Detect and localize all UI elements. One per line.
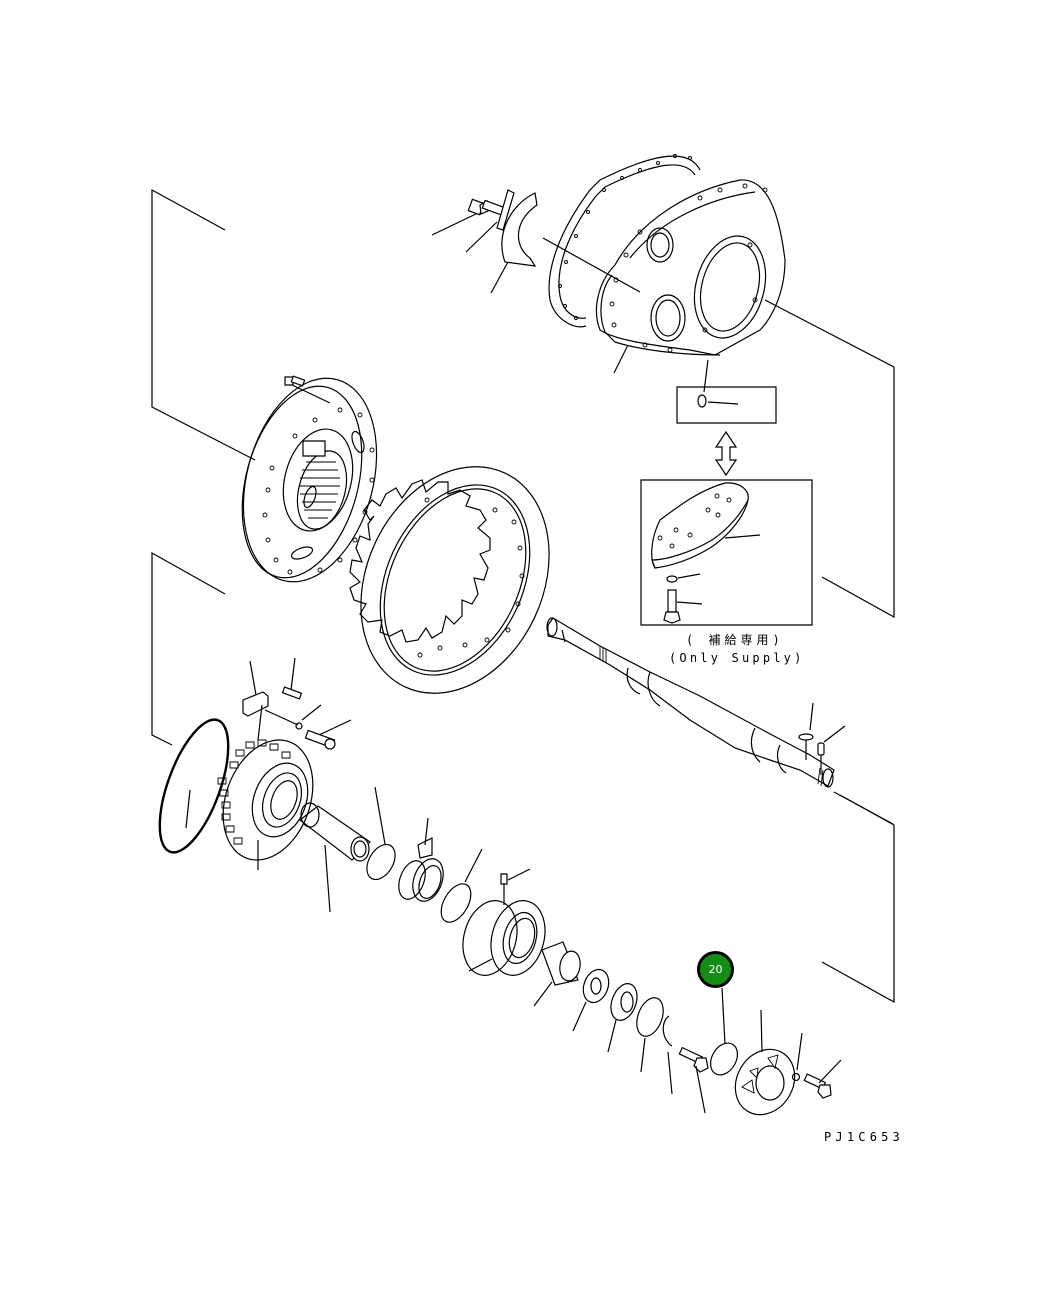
half-seal bbox=[491, 193, 537, 293]
large-o-ring bbox=[146, 711, 243, 860]
supply-caption-jp: ( 補給専用) bbox=[686, 633, 784, 647]
cover-washer bbox=[793, 1033, 803, 1081]
plate bbox=[466, 190, 514, 252]
cover bbox=[724, 1010, 806, 1125]
spacer bbox=[534, 942, 582, 1006]
assembly-bracket-lines bbox=[152, 190, 894, 1002]
shaft-pin bbox=[818, 726, 845, 775]
callout-number: 20 bbox=[708, 963, 723, 976]
lock-washer bbox=[632, 994, 668, 1072]
bearing bbox=[394, 818, 449, 905]
final-drive-case bbox=[543, 180, 785, 392]
shaft-key bbox=[799, 703, 813, 760]
gear bbox=[207, 727, 328, 872]
callout-badge-20[interactable]: 20 bbox=[697, 951, 734, 988]
sprocket bbox=[325, 436, 584, 724]
gasket bbox=[549, 155, 700, 327]
sleeve bbox=[300, 803, 370, 912]
shaft bbox=[547, 618, 893, 824]
hub bbox=[222, 363, 398, 597]
carrier bbox=[455, 869, 553, 981]
o-ring-20 bbox=[705, 988, 743, 1080]
lock-plate-group bbox=[243, 658, 351, 749]
thrust-washer bbox=[573, 966, 613, 1031]
top-bolt bbox=[432, 199, 506, 235]
o-ring-small-1 bbox=[361, 787, 401, 884]
cover-bolt bbox=[679, 1048, 708, 1113]
drawing-code: PJ1C653 bbox=[824, 1130, 904, 1144]
snap-ring bbox=[663, 1016, 672, 1094]
cover-end-bolt bbox=[804, 1060, 841, 1098]
o-ring-small-2 bbox=[435, 849, 482, 927]
nut bbox=[606, 980, 642, 1052]
supply-caption-en: (Only Supply) bbox=[669, 651, 805, 665]
drain-plug-box bbox=[677, 387, 776, 423]
guard-supply-box bbox=[641, 480, 812, 625]
double-arrow-icon bbox=[716, 432, 736, 475]
